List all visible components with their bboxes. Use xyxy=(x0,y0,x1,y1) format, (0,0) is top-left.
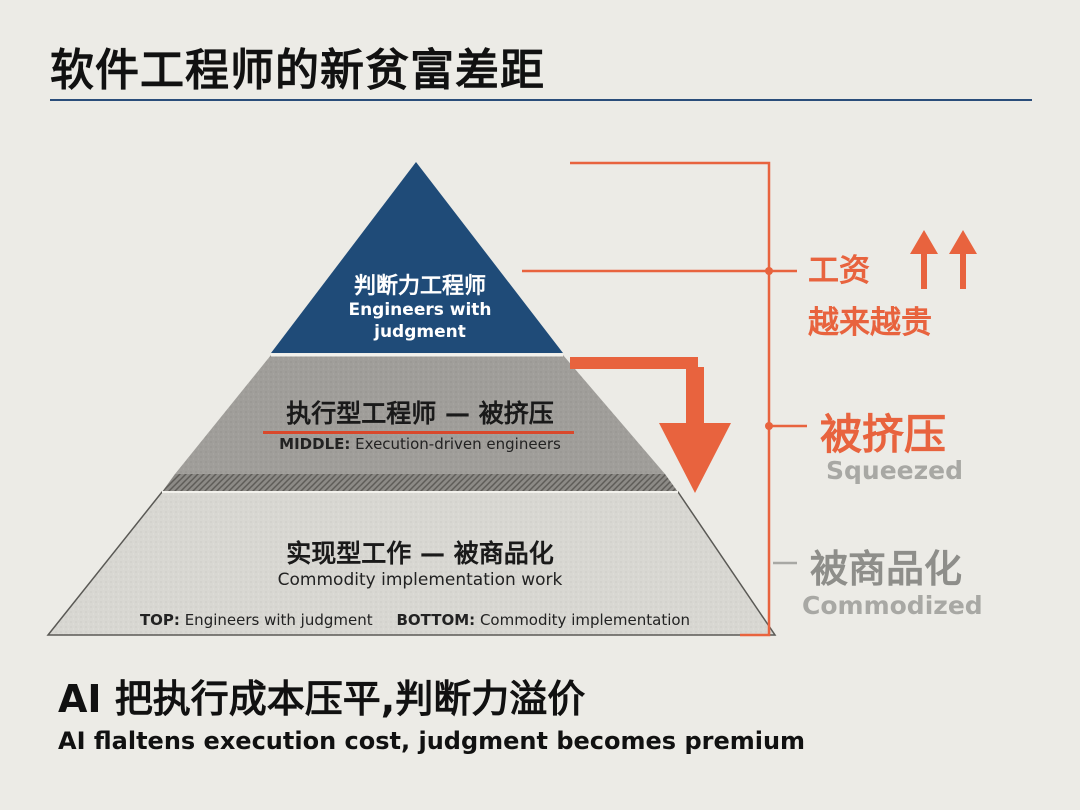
pyramid-middle-tier xyxy=(175,355,665,474)
conclusion-en: AI flaltens execution cost, judgment bec… xyxy=(58,727,806,755)
middle-value: Execution-driven engineers xyxy=(355,435,561,453)
pyramid-legend: TOP: Engineers with judgment BOTTOM: Com… xyxy=(130,611,700,629)
down-arrow-icon xyxy=(570,357,731,493)
title-divider xyxy=(50,99,1032,101)
middle-tier-title: 执行型工程师 — 被挤压 xyxy=(286,399,554,428)
legend-top-value: Engineers with judgment xyxy=(184,611,373,629)
bottom-tier-subtitle: Commodity implementation work xyxy=(277,570,563,590)
pyramid-hatched-band xyxy=(162,474,678,492)
top-tier-subtitle: Engineers with judgment xyxy=(348,300,492,342)
squeezed-label-cn: 被挤压 xyxy=(820,410,947,459)
up-arrows-icon xyxy=(910,230,977,289)
top-tier-title: 判断力工程师 xyxy=(353,274,486,299)
conclusion-cn: AI 把执行成本压平,判断力溢价 xyxy=(58,677,586,721)
pyramid-top-tier xyxy=(271,162,563,353)
right-bracket xyxy=(570,161,771,637)
legend-bottom-key: BOTTOM: xyxy=(396,611,476,629)
legend-bottom-value: Commodity implementation xyxy=(479,611,691,629)
bottom-tier-title: 实现型工作 — 被商品化 xyxy=(286,539,554,568)
middle-tier-underline xyxy=(263,431,574,434)
commodized-label-cn: 被商品化 xyxy=(810,547,963,591)
wage-label: 工资 xyxy=(808,253,870,289)
middle-tier-subtitle: MIDDLE: Execution-driven engineers xyxy=(240,435,600,453)
commodized-label-en: Commodized xyxy=(802,591,983,620)
legend-top-key: TOP: xyxy=(139,611,180,629)
middle-key: MIDDLE: xyxy=(279,435,351,453)
page-title: 软件工程师的新贫富差距 xyxy=(50,45,545,96)
wage-rising-label: 越来越贵 xyxy=(808,305,932,341)
squeezed-label-en: Squeezed xyxy=(826,456,964,485)
